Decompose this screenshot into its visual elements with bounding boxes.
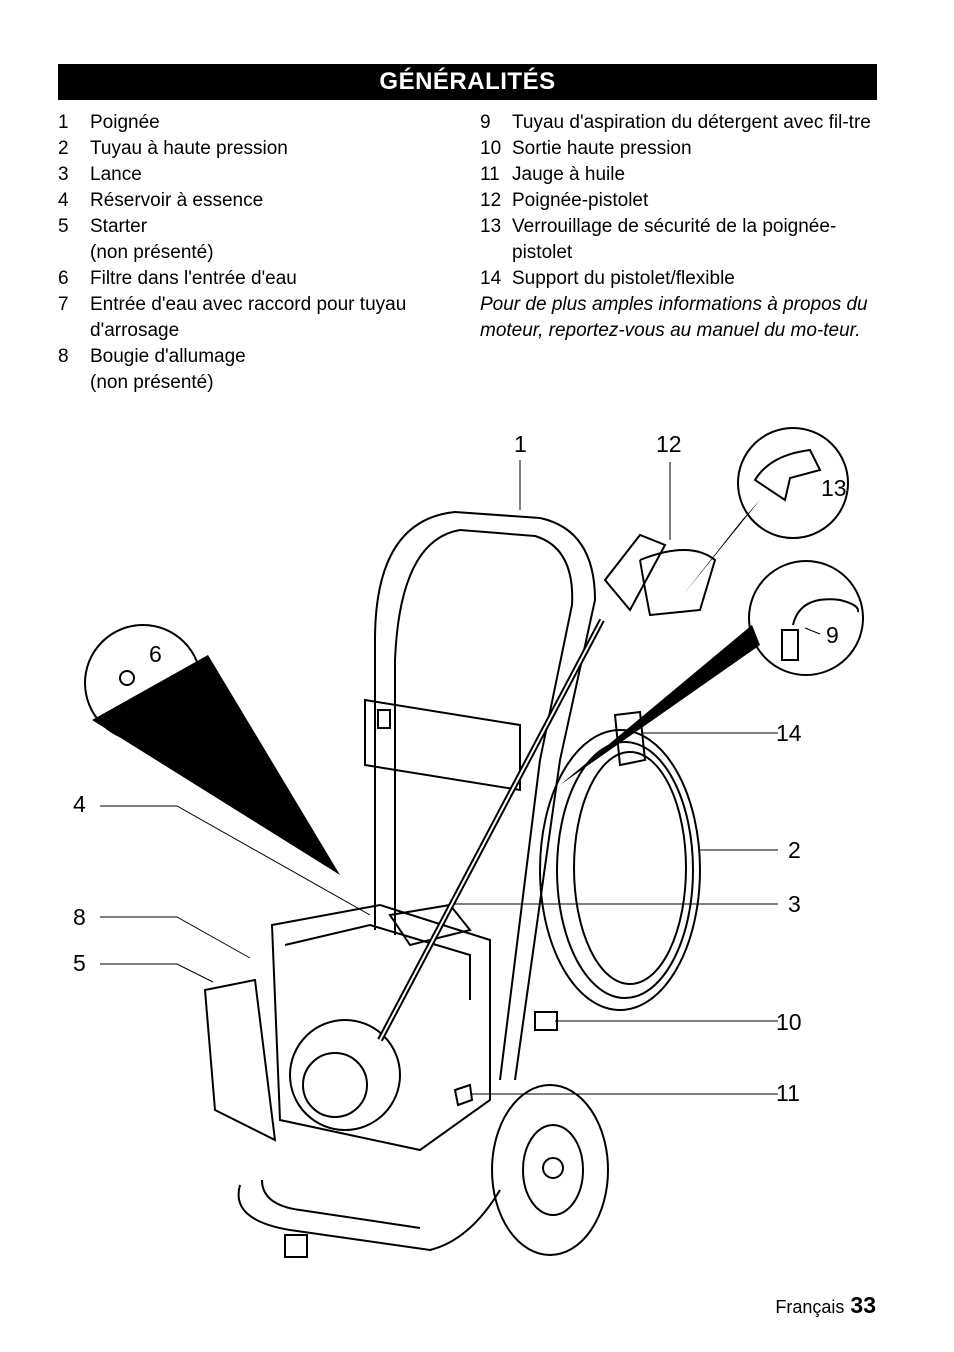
item-number: 9 bbox=[480, 112, 491, 133]
item-label: Entrée d'eau avec raccord pour tuyau d'a… bbox=[90, 294, 407, 341]
list-item: 7 Entrée d'eau avec raccord pour tuyau d'… bbox=[58, 292, 448, 344]
item-label: Jauge à huile bbox=[512, 164, 626, 185]
section-title: GÉNÉRALITÉS bbox=[58, 64, 877, 100]
item-label: Sortie haute pression bbox=[512, 138, 692, 159]
item-number: 6 bbox=[58, 268, 69, 289]
item-label-sub: (non présenté) bbox=[90, 372, 214, 393]
item-label: Réservoir à essence bbox=[90, 190, 264, 211]
list-item: 5 Starter (non présenté) bbox=[58, 214, 448, 266]
callout-12: 12 bbox=[656, 431, 682, 457]
page-number: 33 bbox=[850, 1292, 876, 1318]
callout-1: 1 bbox=[514, 431, 527, 457]
callout-11: 11 bbox=[776, 1080, 800, 1106]
callout-2: 2 bbox=[788, 837, 801, 863]
item-label: Bougie d'allumage (non présenté) bbox=[90, 344, 448, 396]
item-number: 5 bbox=[58, 216, 69, 237]
list-item: 13 Verrouillage de sécurité de la poignée… bbox=[480, 214, 880, 266]
item-label: Poignée bbox=[90, 112, 160, 133]
item-label-main: Bougie d'allumage bbox=[90, 346, 246, 367]
item-label: Poignée-pistolet bbox=[512, 190, 649, 211]
item-label: Tuyau à haute pression bbox=[90, 138, 288, 159]
list-item: 6 Filtre dans l'entrée d'eau bbox=[58, 266, 448, 292]
list-item: 10 Sortie haute pression bbox=[480, 136, 880, 162]
item-number: 13 bbox=[480, 216, 502, 237]
item-label: Lance bbox=[90, 164, 142, 185]
footer-language: Français bbox=[775, 1297, 845, 1317]
item-label: Support du pistolet/flexible bbox=[512, 268, 735, 289]
callout-3: 3 bbox=[788, 891, 801, 917]
item-label: Filtre dans l'entrée d'eau bbox=[90, 268, 297, 289]
list-item: 2 Tuyau à haute pression bbox=[58, 136, 448, 162]
list-item: 3 Lance bbox=[58, 162, 448, 188]
item-number: 12 bbox=[480, 190, 502, 211]
parts-list-right: 9 Tuyau d'aspiration du détergent avec fi… bbox=[480, 110, 880, 344]
item-number: 4 bbox=[58, 190, 69, 211]
list-item: 1 Poignée bbox=[58, 110, 448, 136]
list-item: 4 Réservoir à essence bbox=[58, 188, 448, 214]
list-item: 12 Poignée-pistolet bbox=[480, 188, 880, 214]
callout-9: 9 bbox=[826, 622, 839, 648]
item-number: 2 bbox=[58, 138, 69, 159]
callout-8: 8 bbox=[73, 904, 86, 930]
item-number: 8 bbox=[58, 346, 69, 367]
list-item: 9 Tuyau d'aspiration du détergent avec fi… bbox=[480, 110, 880, 136]
item-label: Verrouillage de sécurité de la poignée-p… bbox=[512, 216, 837, 263]
callout-7: 7 bbox=[176, 667, 189, 693]
list-item: 14 Support du pistolet/flexible bbox=[480, 266, 880, 292]
callout-6: 6 bbox=[149, 641, 162, 667]
callout-5: 5 bbox=[73, 950, 86, 976]
callout-4: 4 bbox=[73, 791, 86, 817]
list-item: 11 Jauge à huile bbox=[480, 162, 880, 188]
item-label-main: Starter bbox=[90, 216, 148, 237]
callout-14: 14 bbox=[776, 720, 802, 746]
item-number: 11 bbox=[480, 164, 500, 185]
item-number: 14 bbox=[480, 268, 502, 289]
item-label-sub: (non présenté) bbox=[90, 242, 214, 263]
item-label: Tuyau d'aspiration du détergent avec fil… bbox=[512, 112, 871, 133]
item-label: Starter (non présenté) bbox=[90, 214, 448, 266]
item-number: 7 bbox=[58, 294, 69, 315]
callout-13: 13 bbox=[821, 475, 847, 501]
item-number: 1 bbox=[58, 112, 69, 133]
item-number: 3 bbox=[58, 164, 69, 185]
item-number: 10 bbox=[480, 138, 502, 159]
engine-manual-note: Pour de plus amples informations à propo… bbox=[480, 294, 868, 341]
list-item: 8 Bougie d'allumage (non présenté) bbox=[58, 344, 448, 396]
callout-10: 10 bbox=[776, 1009, 802, 1035]
